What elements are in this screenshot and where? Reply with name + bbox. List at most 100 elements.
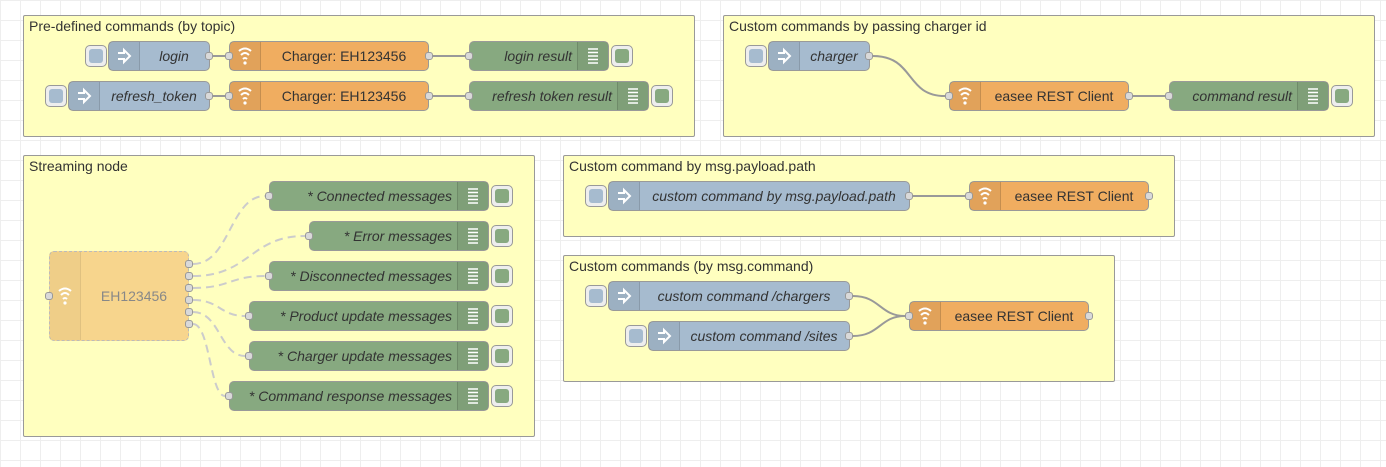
input-port[interactable] (225, 392, 233, 400)
debug-node-disconnected-messages[interactable]: * Disconnected messages (269, 261, 489, 291)
output-port[interactable] (905, 192, 913, 200)
debug-toggle-button[interactable] (491, 225, 513, 247)
button-fill (89, 49, 103, 63)
input-port[interactable] (265, 192, 273, 200)
debug-node-command-response-messages[interactable]: * Command response messages (229, 381, 489, 411)
inject-node-charger[interactable]: charger (768, 41, 870, 71)
output-port[interactable] (1125, 92, 1133, 100)
debug-node-error-messages[interactable]: * Error messages (309, 221, 489, 251)
input-port[interactable] (265, 272, 273, 280)
debug-node-refresh-token-result[interactable]: refresh token result (469, 81, 649, 111)
output-port[interactable] (425, 92, 433, 100)
list-lines-icon (457, 182, 488, 210)
debug-node-product-update-messages[interactable]: * Product update messages (249, 301, 489, 331)
easee-rest-client-node[interactable]: easee REST Client (909, 301, 1089, 331)
debug-node-charger-update-messages[interactable]: * Charger update messages (249, 341, 489, 371)
debug-toggle-button[interactable] (491, 185, 513, 207)
inject-trigger-button[interactable] (85, 45, 107, 67)
inject-trigger-button[interactable] (625, 325, 647, 347)
list-lines-icon (457, 302, 488, 330)
output-port[interactable] (205, 52, 213, 60)
list-lines-icon (457, 342, 488, 370)
wifi-signal-icon (950, 82, 981, 110)
output-port[interactable] (1085, 312, 1093, 320)
inject-node-custom-sites[interactable]: custom command /sites (648, 321, 850, 351)
inject-node-custom-chargers[interactable]: custom command /chargers (608, 281, 850, 311)
easee-charger-node[interactable]: Charger: EH123456 (229, 81, 429, 111)
easee-rest-client-node[interactable]: easee REST Client (949, 81, 1129, 111)
inject-node-custom-payload-path[interactable]: custom command by msg.payload.path (608, 181, 910, 211)
inject-trigger-button[interactable] (45, 85, 67, 107)
debug-toggle-button[interactable] (491, 385, 513, 407)
inject-node-refresh-token[interactable]: refresh_token (68, 81, 210, 111)
inject-icon (609, 182, 640, 210)
input-port[interactable] (305, 232, 313, 240)
list-lines-icon (1297, 82, 1328, 110)
easee-streaming-node[interactable]: EH123456 (49, 251, 189, 341)
easee-charger-node[interactable]: Charger: EH123456 (229, 41, 429, 71)
debug-node-connected-messages[interactable]: * Connected messages (269, 181, 489, 211)
button-fill (589, 289, 603, 303)
group-custom-commands-charger-id[interactable]: Custom commands by passing charger id (723, 15, 1375, 137)
button-fill (1335, 89, 1349, 103)
input-port[interactable] (945, 92, 953, 100)
node-label: custom command by msg.payload.path (652, 188, 896, 204)
output-port[interactable] (845, 332, 853, 340)
node-label: * Product update messages (280, 308, 452, 324)
easee-rest-client-node[interactable]: easee REST Client (969, 181, 1149, 211)
node-label: easee REST Client (954, 308, 1074, 324)
output-port[interactable] (185, 260, 193, 268)
input-port[interactable] (225, 52, 233, 60)
wifi-signal-icon (970, 182, 1001, 210)
input-port[interactable] (965, 192, 973, 200)
debug-toggle-button[interactable] (491, 265, 513, 287)
group-label: Custom commands by passing charger id (729, 18, 987, 34)
input-port[interactable] (225, 92, 233, 100)
output-port[interactable] (185, 308, 193, 316)
button-fill (495, 349, 509, 363)
input-port[interactable] (45, 292, 53, 300)
group-predefined-commands[interactable]: Pre-defined commands (by topic) (23, 15, 695, 137)
output-port[interactable] (865, 52, 873, 60)
output-port[interactable] (425, 52, 433, 60)
debug-toggle-button[interactable] (491, 345, 513, 367)
inject-node-login[interactable]: login (108, 41, 210, 71)
inject-icon (609, 282, 640, 310)
debug-toggle-button[interactable] (491, 305, 513, 327)
output-port[interactable] (185, 320, 193, 328)
debug-toggle-button[interactable] (651, 85, 673, 107)
button-fill (495, 229, 509, 243)
node-label: * Disconnected messages (290, 268, 452, 284)
node-label: EH123456 (100, 288, 168, 304)
button-fill (749, 49, 763, 63)
wifi-signal-icon (50, 252, 81, 340)
node-label: Charger: EH123456 (281, 48, 407, 64)
input-port[interactable] (245, 312, 253, 320)
input-port[interactable] (905, 312, 913, 320)
output-port[interactable] (205, 92, 213, 100)
output-port[interactable] (185, 284, 193, 292)
debug-toggle-button[interactable] (1331, 85, 1353, 107)
node-label: * Connected messages (307, 188, 452, 204)
node-label: easee REST Client (994, 88, 1114, 104)
debug-node-command-result[interactable]: command result (1169, 81, 1329, 111)
inject-trigger-button[interactable] (585, 285, 607, 307)
node-label: Charger: EH123456 (281, 88, 407, 104)
node-label: login (159, 48, 189, 64)
inject-icon (649, 322, 680, 350)
node-label: refresh token result (492, 88, 612, 104)
list-lines-icon (457, 262, 488, 290)
input-port[interactable] (465, 52, 473, 60)
debug-toggle-button[interactable] (611, 45, 633, 67)
output-port[interactable] (185, 296, 193, 304)
input-port[interactable] (245, 352, 253, 360)
input-port[interactable] (465, 92, 473, 100)
input-port[interactable] (1165, 92, 1173, 100)
output-port[interactable] (185, 272, 193, 280)
inject-trigger-button[interactable] (585, 185, 607, 207)
output-port[interactable] (1145, 192, 1153, 200)
debug-node-login-result[interactable]: login result (469, 41, 609, 71)
list-lines-icon (457, 222, 488, 250)
inject-trigger-button[interactable] (745, 45, 767, 67)
output-port[interactable] (845, 292, 853, 300)
